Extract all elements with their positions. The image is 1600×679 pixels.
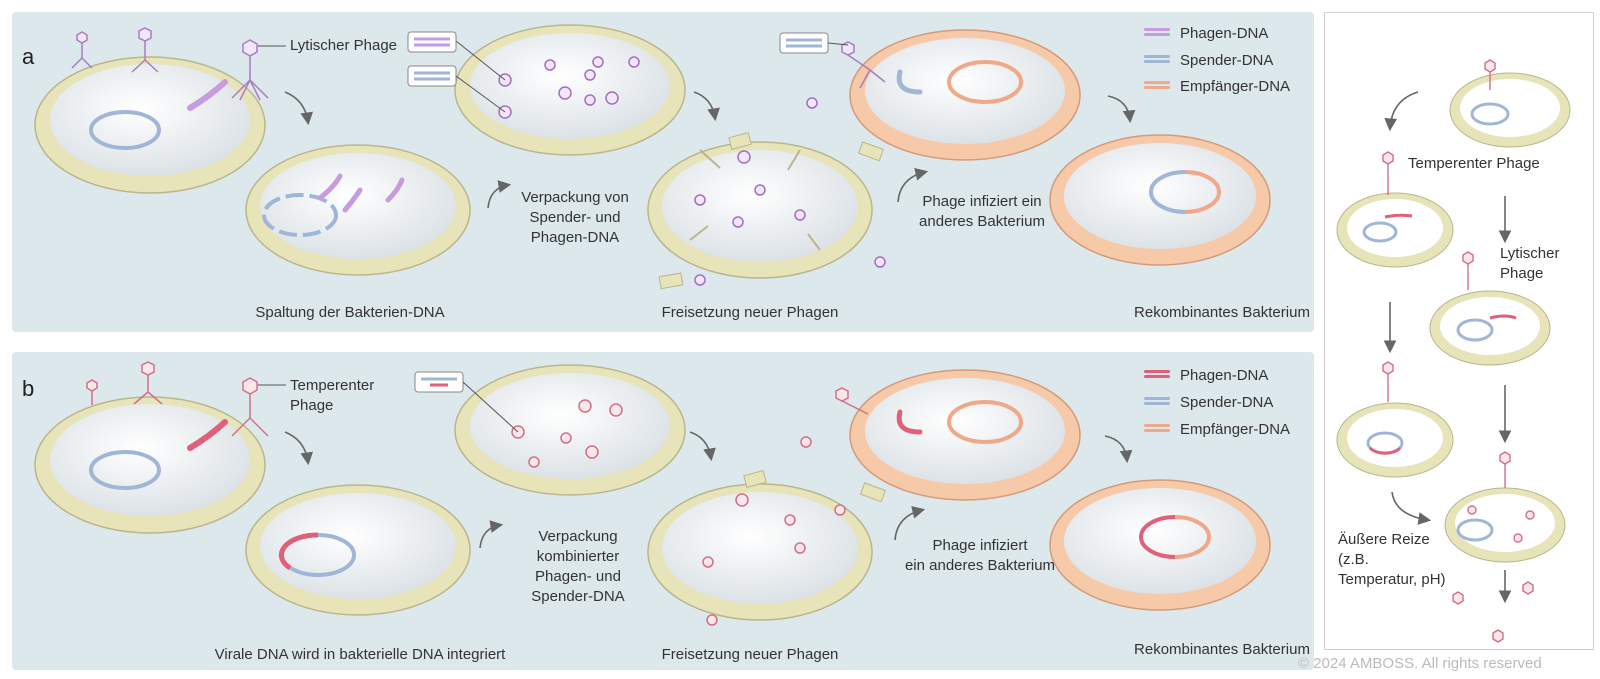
bacterium-a2 (245, 144, 471, 276)
packaging-label-b: Verpackung kombinierter Phagen- und Spen… (531, 528, 625, 605)
caption-cleavage: Spaltung der Bakterien-DNA (255, 304, 445, 321)
side-lytic-label: Lytischer Phage (1500, 245, 1560, 282)
lytic-phages-a1 (71, 27, 269, 101)
side-phages (1382, 59, 1535, 643)
bacterium-b5-recipient (835, 369, 1081, 501)
bacterium-b6-recombinant (1049, 479, 1271, 611)
infects-label-b: Phage infiziert ein anderes Bakterium (904, 537, 1056, 574)
bacterium-a1 (34, 56, 266, 194)
inset-box-a5 (779, 32, 829, 54)
legend-b-donor-dna: Spender-DNA (1144, 393, 1273, 413)
legend-a-recipient-dna: Empfänger-DNA (1144, 77, 1290, 97)
bacterium-b2 (245, 484, 471, 616)
bacterium-b1 (34, 396, 266, 534)
infects-label-a: Phage infiziert ein anderes Bakterium (919, 193, 1045, 230)
legend-b-recipient-dna: Empfänger-DNA (1144, 420, 1290, 440)
caption-release-b: Freisetzung neuer Phagen (661, 646, 839, 663)
packaging-label-a: Verpackung von Spender- und Phagen-DNA (521, 189, 629, 246)
panel-b-letter: b (22, 376, 35, 401)
side-temperate-label: Temperenter Phage (1408, 155, 1540, 172)
bacterium-b3 (454, 364, 686, 496)
phage-dna-inset-box (407, 31, 457, 53)
caption-release-a: Freisetzung neuer Phagen (661, 304, 839, 321)
side-stimuli-label: Äußere Reize (z.B. Temperatur, pH) (1338, 531, 1446, 588)
donor-dna-inset-box (407, 65, 457, 87)
bacterium-a4-lysing (647, 97, 886, 290)
bacterium-a5-recipient (841, 29, 1081, 161)
legend-b-phage-dna: Phagen-DNA (1144, 366, 1268, 386)
combined-dna-inset-box (414, 371, 464, 393)
temperate-phage-label: Temperenter Phage (290, 377, 375, 414)
side-arrows (1383, 91, 1512, 604)
caption-recombinant-b: Rekombinantes Bakterium (1134, 641, 1310, 658)
side-bacteria (1336, 72, 1571, 563)
bacterium-a3 (454, 24, 686, 156)
temperate-phages-b1 (86, 361, 269, 437)
caption-recombinant-a: Rekombinantes Bakterium (1134, 304, 1310, 321)
lytic-phage-label: Lytischer Phage (290, 37, 398, 54)
bacterium-a6-recombinant (1049, 134, 1271, 266)
legend-a-phage-dna: Phagen-DNA (1144, 24, 1268, 44)
flow-arrows-b (284, 431, 1133, 549)
legend-a-donor-dna: Spender-DNA (1144, 51, 1273, 71)
flow-arrows-a (284, 91, 1136, 209)
caption-integration: Virale DNA wird in bakterielle DNA integ… (214, 646, 506, 663)
bacterium-b4-lysing (647, 436, 886, 626)
copyright-notice: © 2024 AMBOSS. All rights reserved (1298, 655, 1542, 672)
panel-a-letter: a (22, 44, 35, 69)
